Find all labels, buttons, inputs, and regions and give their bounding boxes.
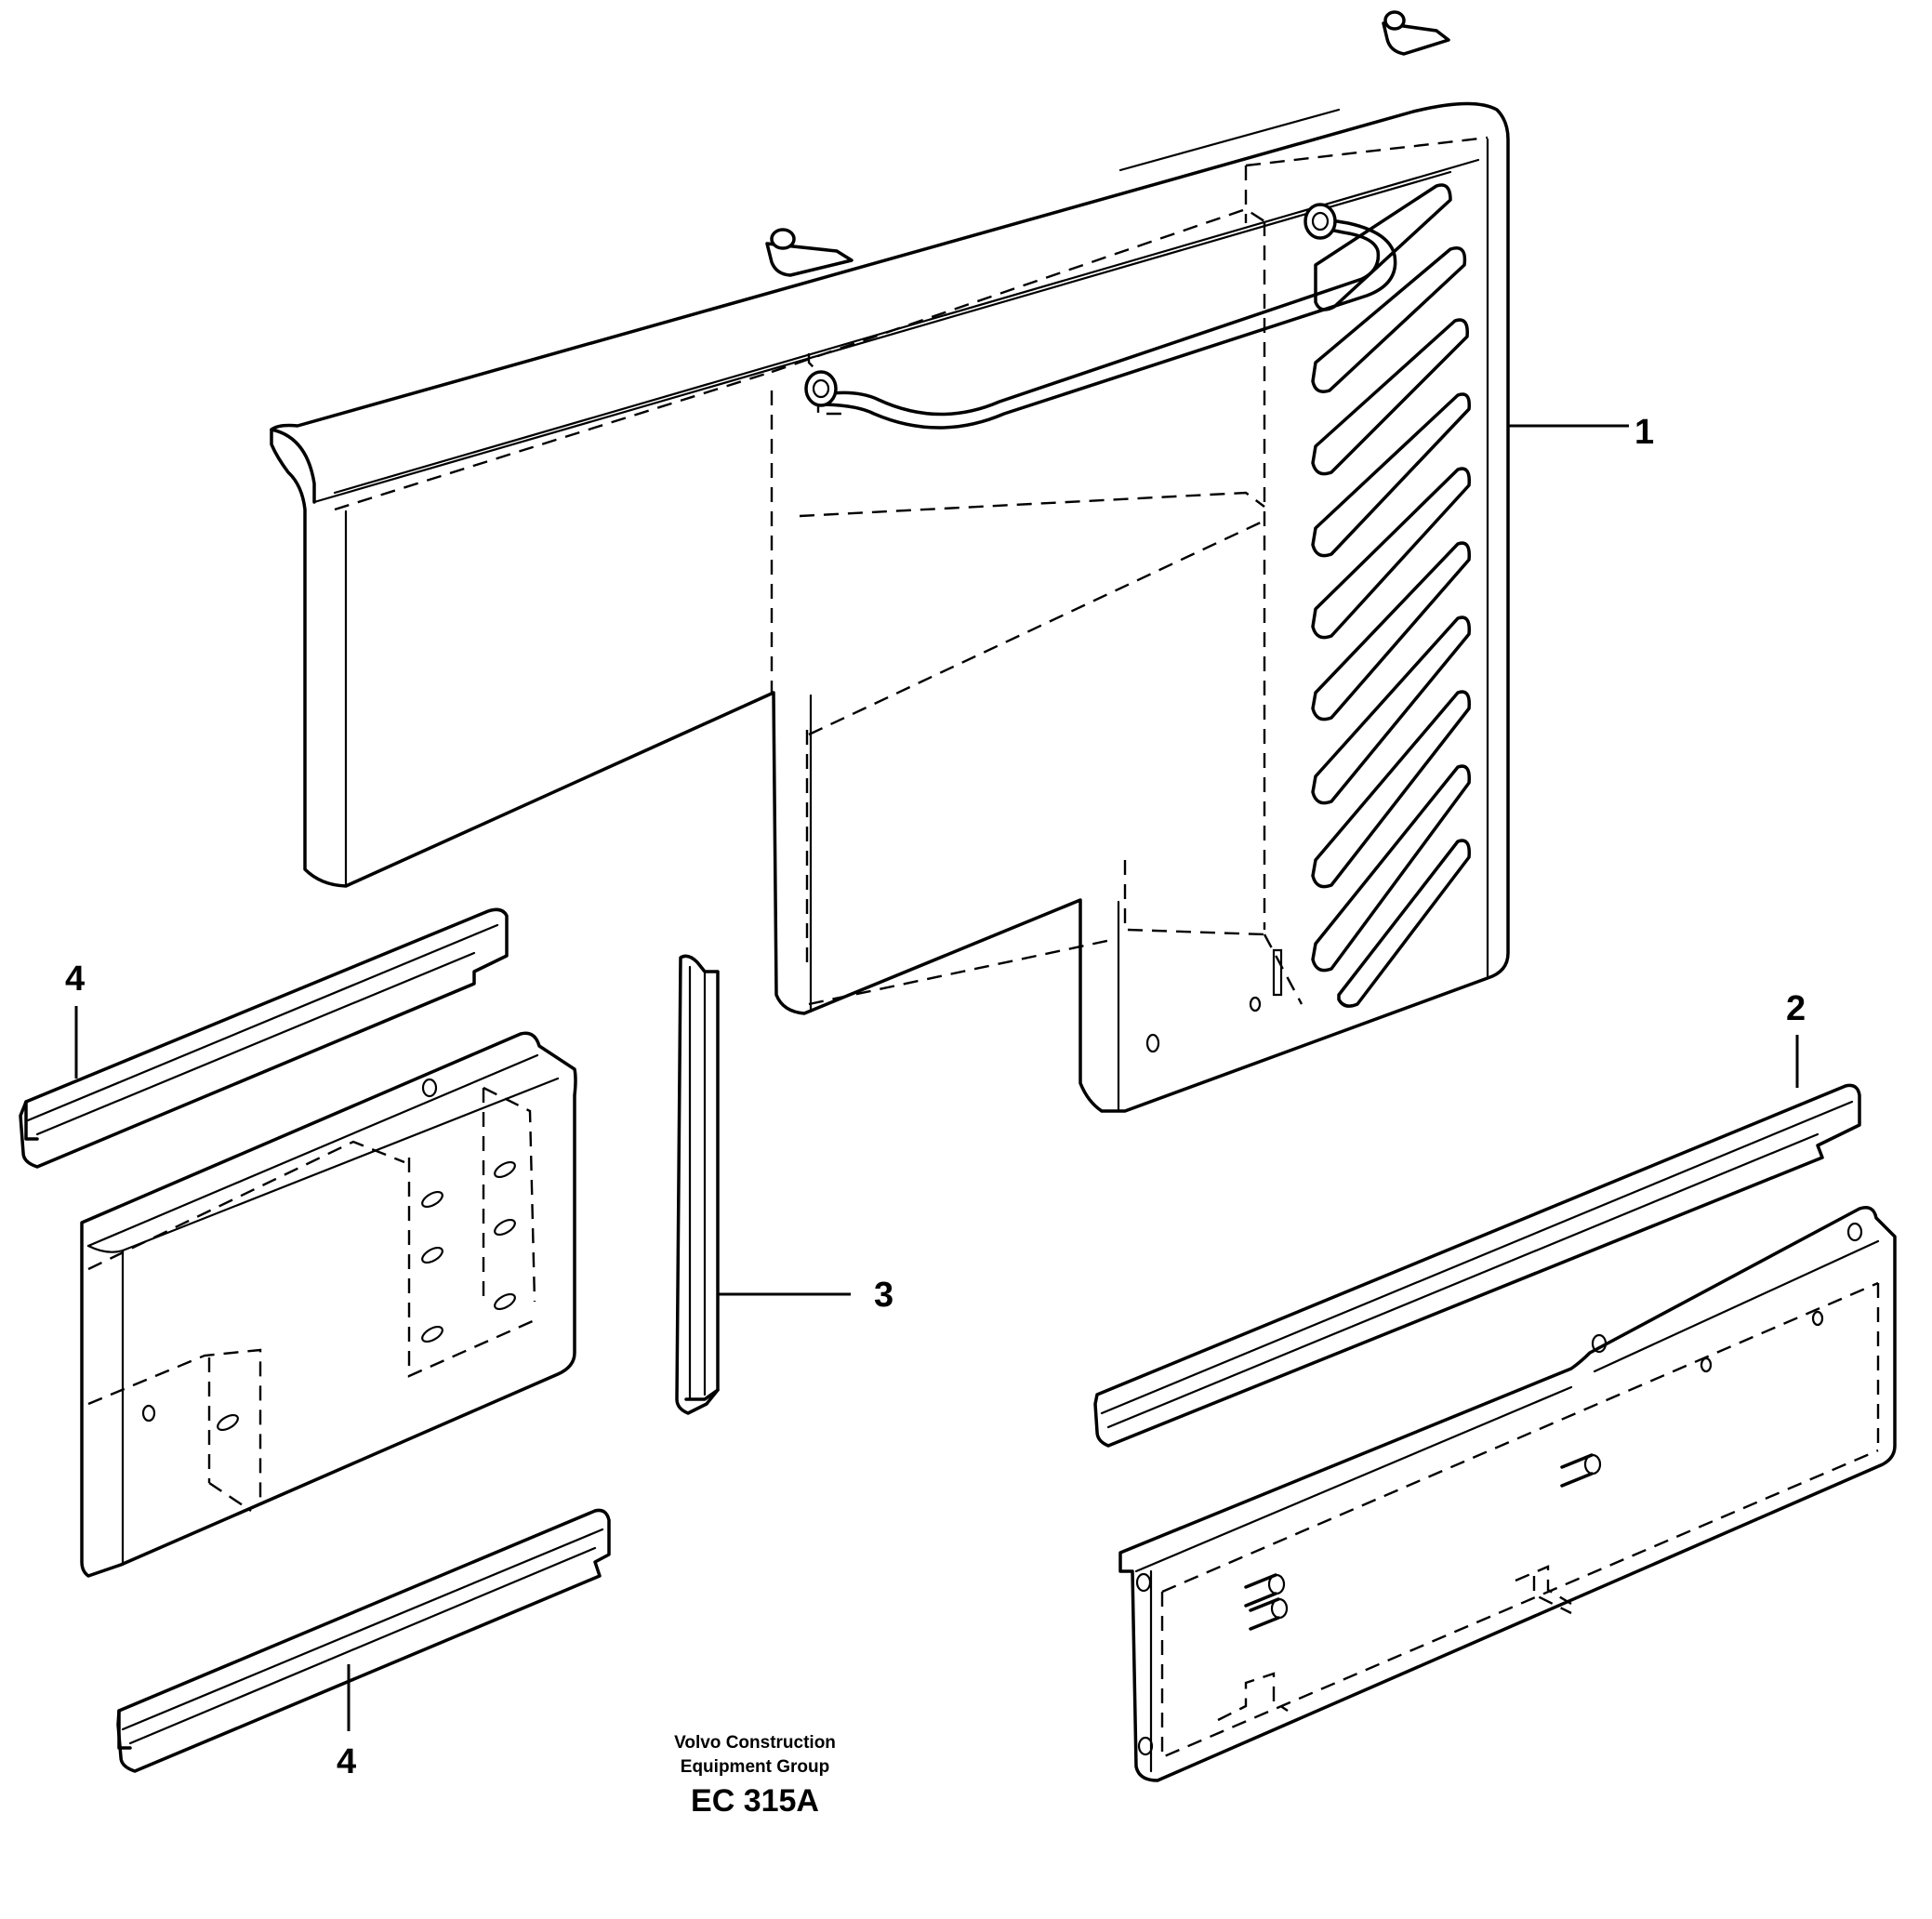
callout-1: 1 (1634, 413, 1654, 452)
part-4-upper-strip (19, 907, 509, 1169)
cooling-slots (1311, 183, 1471, 1008)
callout-4-lower: 4 (337, 1742, 356, 1781)
part-1-cover-plate (270, 10, 1510, 1113)
right-panel (1118, 1206, 1897, 1782)
left-panel (80, 1031, 577, 1578)
part-3-vertical-strip (675, 954, 720, 1415)
caption-line-1: Volvo Construction (674, 1733, 836, 1753)
callout-4-upper: 4 (65, 960, 85, 999)
caption-line-2: Equipment Group (681, 1757, 829, 1777)
part-4-lower-strip (116, 1508, 611, 1773)
part-2-right-strip (1093, 1083, 1861, 1448)
caption-code: EC 315A (691, 1783, 819, 1819)
callout-2: 2 (1786, 989, 1806, 1028)
callout-3: 3 (874, 1276, 893, 1315)
